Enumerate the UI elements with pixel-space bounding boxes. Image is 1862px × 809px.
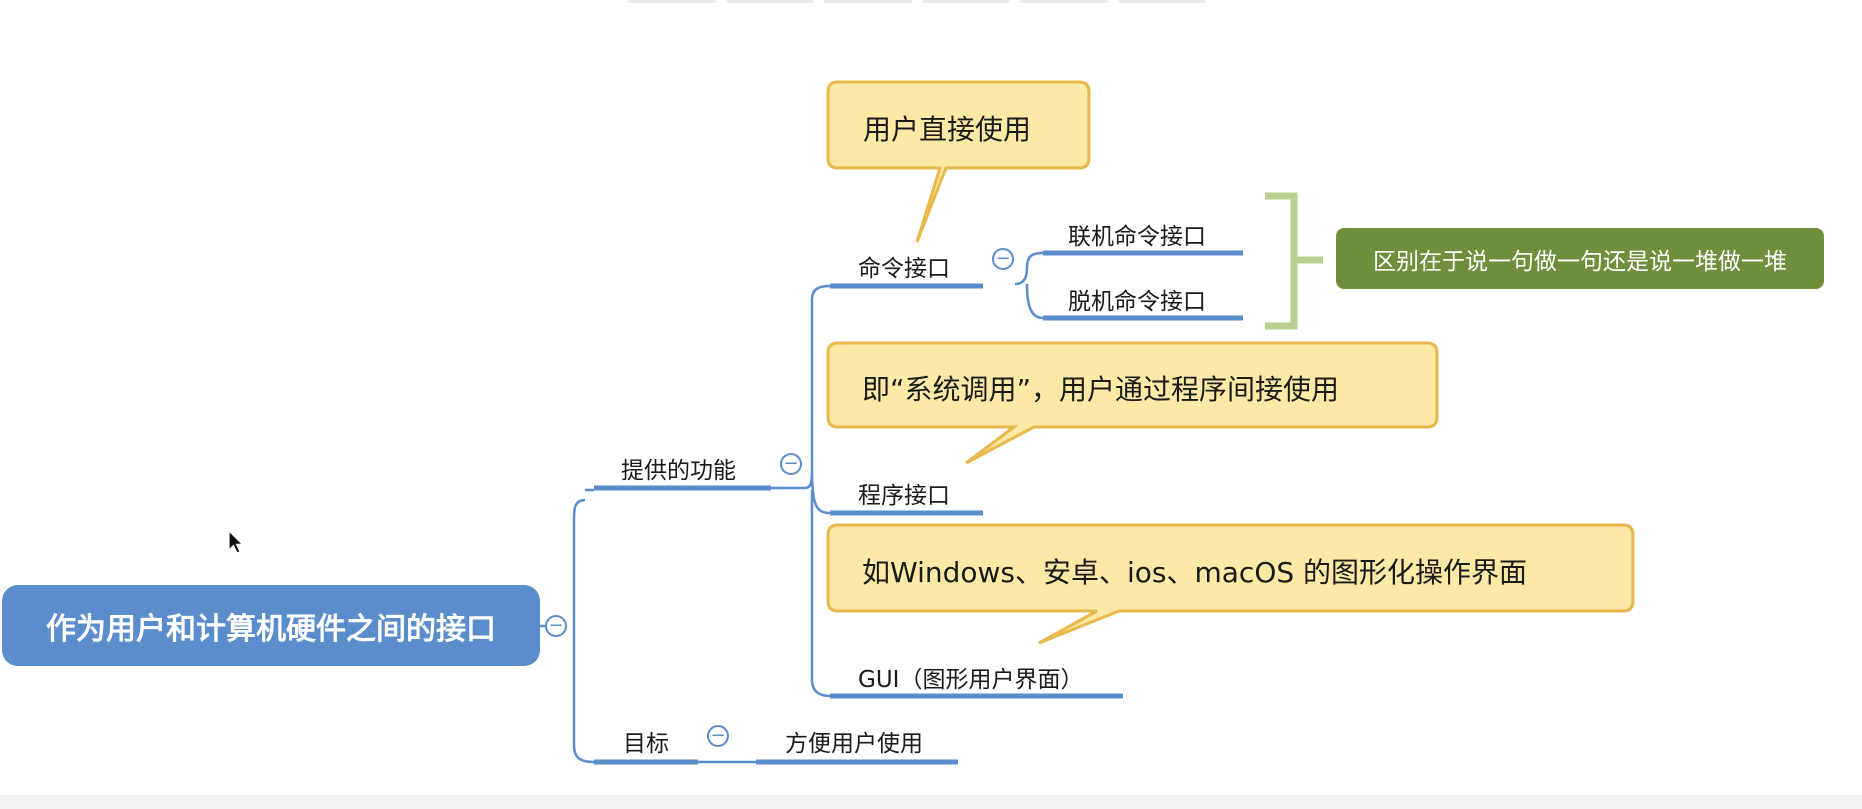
collapse-icon[interactable]: − xyxy=(780,453,802,475)
topic-goal[interactable]: 目标 xyxy=(623,731,669,757)
connector-functions-interfaces xyxy=(771,284,831,698)
callout-gui-shape xyxy=(826,523,1635,645)
callout-direct-use[interactable]: 用户直接使用 xyxy=(863,113,1032,146)
topic-command-interface[interactable]: 命令接口 xyxy=(858,256,950,282)
callout-syscall-shape xyxy=(826,341,1439,465)
connector-command-children xyxy=(1014,251,1044,320)
root-topic-label: 作为用户和计算机硬件之间的接口 xyxy=(46,611,496,647)
topic-gui[interactable]: GUI（图形用户界面） xyxy=(858,667,1084,693)
mouse-cursor-icon xyxy=(228,530,244,554)
topic-program-interface[interactable]: 程序接口 xyxy=(858,483,950,509)
collapse-icon[interactable]: − xyxy=(545,615,567,637)
topic-offline-command[interactable]: 脱机命令接口 xyxy=(1068,289,1206,315)
summary-note-label: 区别在于说一句做一句还是说一堆做一堆 xyxy=(1373,248,1787,275)
root-topic[interactable]: 作为用户和计算机硬件之间的接口 xyxy=(2,585,540,666)
callout-gui[interactable]: 如Windows、安卓、ios、macOS 的图形化操作界面 xyxy=(862,556,1528,589)
topic-goal-child[interactable]: 方便用户使用 xyxy=(785,731,923,757)
topic-functions[interactable]: 提供的功能 xyxy=(621,458,736,484)
collapse-icon[interactable]: − xyxy=(992,248,1014,270)
callout-direct-use-shape xyxy=(826,80,1091,243)
bottom-strip xyxy=(0,795,1862,809)
collapse-icon[interactable]: − xyxy=(707,725,729,747)
top-toolbar-remnant xyxy=(628,0,1206,3)
topic-online-command[interactable]: 联机命令接口 xyxy=(1068,224,1206,250)
group-bracket xyxy=(1265,192,1323,330)
callout-syscall[interactable]: 即“系统调用”，用户通过程序间接使用 xyxy=(862,373,1340,406)
summary-note[interactable]: 区别在于说一句做一句还是说一堆做一堆 xyxy=(1336,228,1824,289)
